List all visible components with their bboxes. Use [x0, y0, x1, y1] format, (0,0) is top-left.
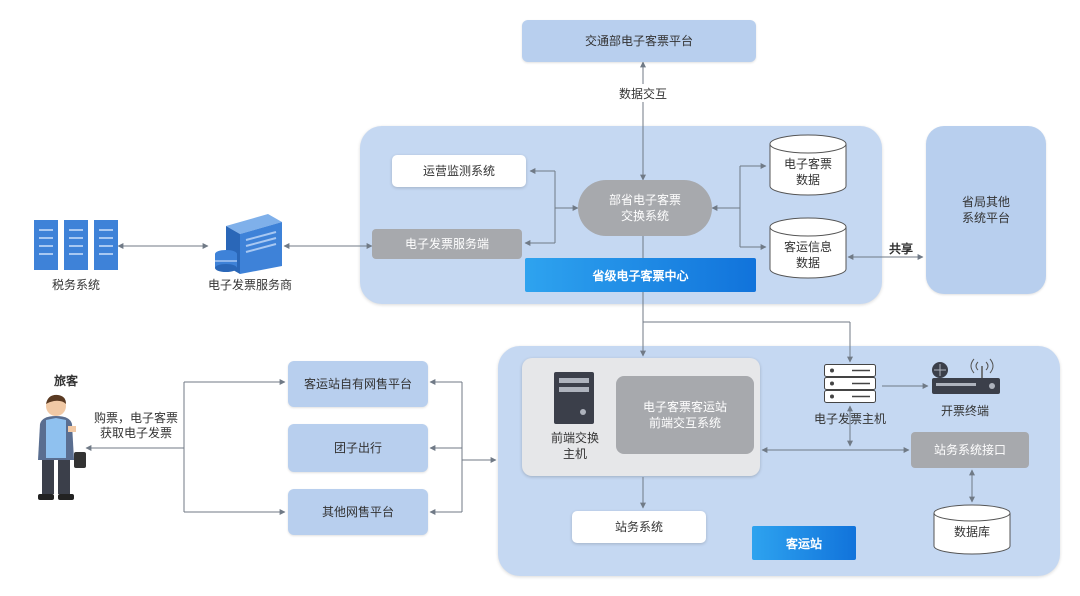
group-travel-box: 团子出行 [288, 424, 428, 472]
other-platform-box: 省局其他 系统平台 [926, 126, 1046, 294]
invoice-host-label: 电子发票主机 [813, 412, 886, 426]
front-host-server-icon [554, 372, 594, 424]
station-interface-box: 站务系统接口 [911, 432, 1029, 468]
invoice-provider-server-icon [215, 214, 282, 274]
ops-monitor-box: 运营监测系统 [392, 155, 526, 187]
tax-system-label: 税务系统 [51, 278, 100, 292]
tax-system-icon [34, 220, 118, 270]
passenger-action-label: 购票，电子客票 获取电子发票 [93, 411, 178, 440]
invoice-host-server-icon [824, 364, 876, 403]
invoice-terminal-label: 开票终端 [940, 404, 989, 418]
database-cylinder [933, 504, 1011, 555]
front-host-label: 前端交换 主机 [550, 431, 599, 461]
province-center-banner: 省级电子客票中心 [525, 258, 756, 292]
other-online-platform-box: 其他网售平台 [288, 489, 428, 535]
exchange-system-node: 部省电子客票 交换系统 [578, 180, 712, 236]
passenger-person-icon [38, 394, 86, 500]
ticket-data-cylinder [769, 134, 847, 196]
front-system-box: 电子客票客运站 前端交互系统 [616, 376, 754, 454]
invoice-service-end-box: 电子发票服务端 [372, 229, 522, 259]
ticket-data-label: 电子客票 数据 [783, 157, 832, 187]
station-system-box: 站务系统 [572, 511, 706, 543]
bus-station-banner: 客运站 [752, 526, 856, 560]
passenger-info-label: 客运信息 数据 [783, 240, 832, 270]
invoice-terminal-icon [932, 358, 1000, 394]
passenger-info-cylinder [769, 217, 847, 279]
ministry-platform-box: 交通部电子客票平台 [522, 20, 756, 62]
data-exchange-label: 数据交互 [613, 85, 673, 102]
database-label: 数据库 [953, 525, 990, 539]
station-own-platform-box: 客运站自有网售平台 [288, 361, 428, 407]
passenger-label: 旅客 [53, 374, 78, 388]
share-label: 共享 [888, 242, 913, 256]
invoice-provider-label: 电子发票服务商 [207, 278, 292, 292]
